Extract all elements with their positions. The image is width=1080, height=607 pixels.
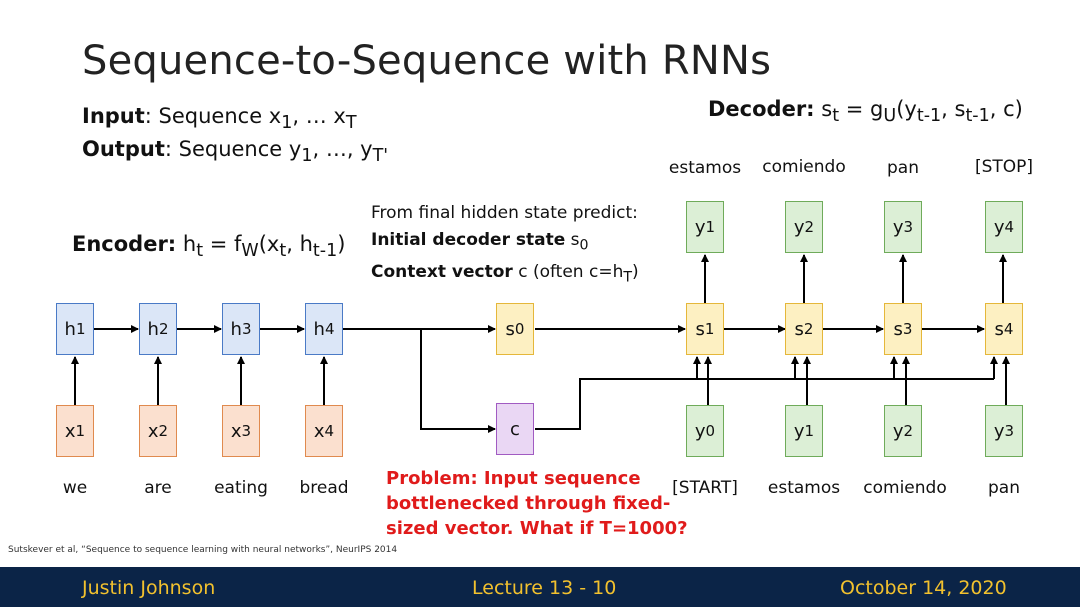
input-dots: , … x — [292, 104, 346, 128]
output-description: Output: Sequence y1, …, yT' — [82, 137, 388, 166]
output-dots: , …, y — [312, 137, 373, 161]
context-bus — [535, 378, 994, 430]
output-subT: T' — [372, 146, 389, 167]
decoder-label: Decoder: — [708, 97, 815, 121]
output-text: : Sequence y — [164, 137, 302, 161]
problem-line1: Problem: Input sequence — [386, 468, 641, 489]
enc-eq-open: (x — [258, 232, 280, 256]
note-line2: Initial decoder state s0 — [371, 227, 639, 259]
enc-eq-close: ) — [337, 232, 346, 256]
input-label: Input — [82, 104, 145, 128]
input-description: Input: Sequence x1, … xT — [82, 104, 357, 133]
decoder-input-word: [START] — [672, 478, 738, 498]
initial-state-note: From final hidden state predict: Initial… — [371, 200, 639, 292]
note-line2-s: s — [565, 230, 580, 250]
note-line3-bold: Context vector — [371, 262, 513, 283]
decoder-equation: Decoder: st = gU(yt-1, st-1, c) — [708, 97, 1023, 126]
encoder-word: are — [144, 478, 172, 498]
input-subT: T — [345, 113, 357, 134]
decoder-output-word: comiendo — [762, 157, 846, 177]
diagram-arrows — [71, 254, 1010, 433]
dec-eq-eq: = g — [839, 97, 884, 121]
input-text: : Sequence x — [144, 104, 282, 128]
dec-eq-open: (y — [896, 97, 917, 121]
problem-statement: Problem: Input sequence bottlenecked thr… — [386, 466, 688, 541]
note-line3-sub: T — [623, 269, 633, 286]
dec-eq-comma: , s — [941, 97, 966, 121]
note-line3: Context vector c (often c=hT) — [371, 259, 639, 291]
encoder-word: eating — [214, 478, 268, 498]
note-line3-rest: c (often c=h — [512, 262, 624, 283]
dec-eq-U: U — [883, 106, 897, 127]
decoder-input-word: comiendo — [863, 478, 947, 498]
decoder-output-word: pan — [887, 158, 919, 178]
enc-eq-comma: , h — [286, 232, 313, 256]
problem-line2: bottlenecked through fixed- — [386, 493, 671, 514]
arrow-h4-c — [420, 329, 496, 433]
footer-lecture: Lecture 13 - 10 — [472, 577, 617, 599]
encoder-label: Encoder: — [72, 232, 177, 256]
note-line3-close: ) — [632, 262, 639, 283]
footer-author: Justin Johnson — [82, 577, 216, 599]
context-vector-box: c — [496, 403, 534, 455]
encoder-equation: Encoder: ht = fW(xt, ht-1) — [72, 232, 345, 261]
slide-title: Sequence-to-Sequence with RNNs — [82, 38, 772, 84]
enc-eq-t2: t — [279, 241, 287, 262]
decoder-input-word: pan — [988, 478, 1020, 498]
citation: Sutskever et al, “Sequence to sequence l… — [8, 545, 398, 555]
dec-eq-tm1a: t-1 — [916, 106, 942, 127]
footer-date: October 14, 2020 — [840, 577, 1007, 599]
encoder-word: we — [62, 478, 88, 498]
enc-eq-tm1: t-1 — [312, 241, 338, 262]
output-label: Output — [82, 137, 165, 161]
decoder-output-word: estamos — [668, 158, 742, 178]
note-line2-bold: Initial decoder state — [371, 230, 566, 250]
problem-line3: sized vector. What if T=1000? — [386, 518, 688, 539]
enc-eq-h: h — [182, 232, 197, 256]
output-sub1: 1 — [301, 146, 313, 167]
enc-eq-t: t — [196, 241, 204, 262]
dec-eq-s: s — [821, 97, 833, 121]
decoder-input-word: estamos — [767, 478, 841, 498]
enc-eq-eq: = f — [203, 232, 242, 256]
enc-eq-W: W — [241, 241, 259, 262]
dec-eq-close: , c) — [989, 97, 1023, 121]
encoder-word: bread — [299, 478, 349, 498]
footer-bar — [0, 567, 1080, 607]
decoder-output-word: [STOP] — [974, 157, 1034, 177]
dec-eq-t: t — [832, 106, 840, 127]
note-line2-sub: 0 — [579, 237, 589, 254]
input-sub1: 1 — [281, 113, 293, 134]
dec-eq-tm1b: t-1 — [965, 106, 990, 127]
note-line1: From final hidden state predict: — [371, 203, 638, 223]
